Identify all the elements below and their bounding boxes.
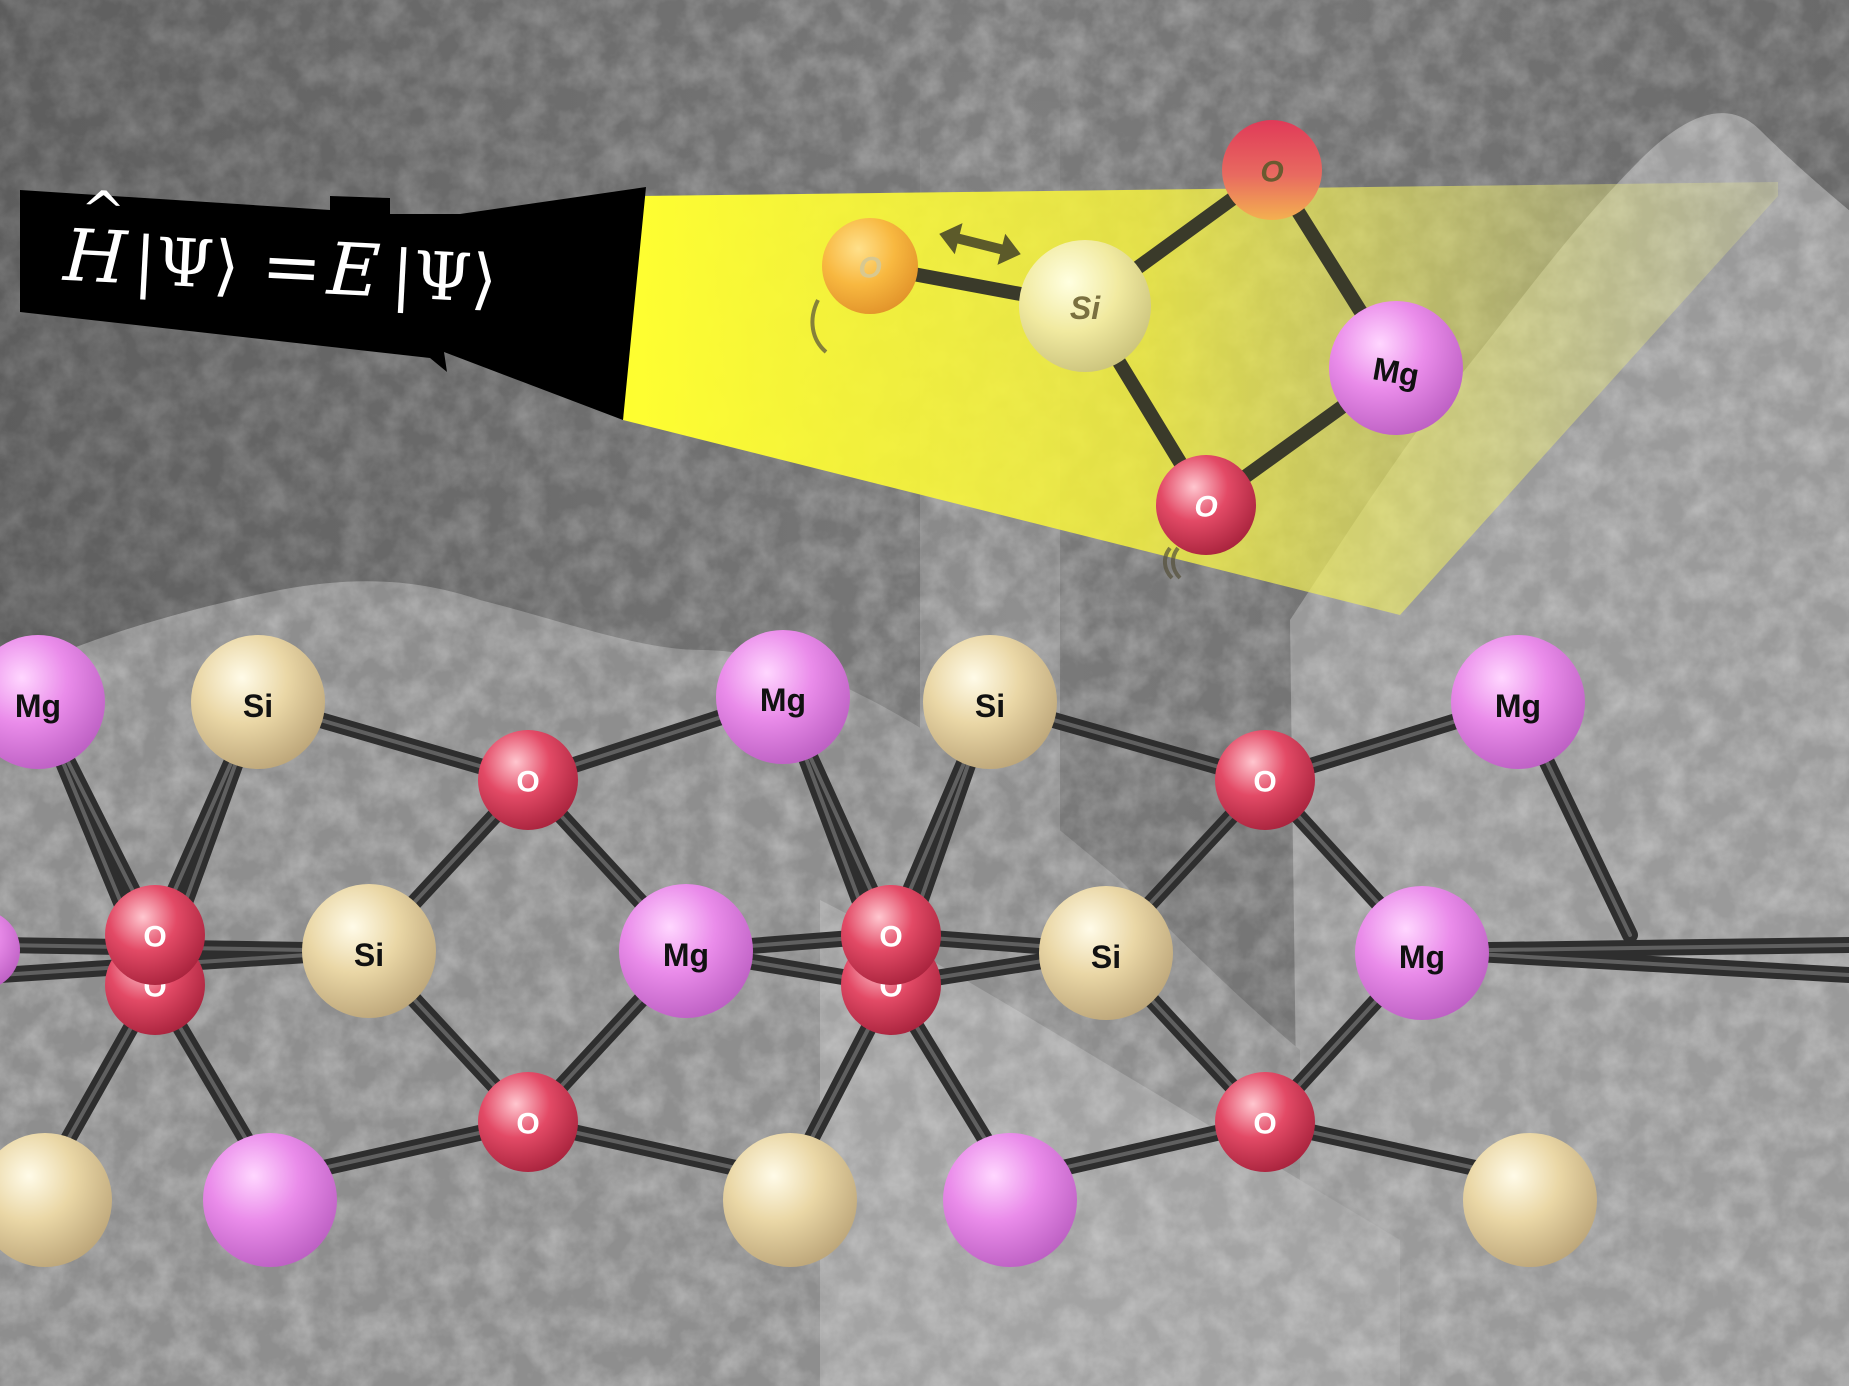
equation-hamiltonian: H (60, 213, 130, 300)
atom-si: Si (191, 635, 325, 769)
svg-text:Si: Si (1070, 290, 1101, 326)
light-beam (623, 182, 1778, 615)
svg-text:Si: Si (975, 688, 1005, 724)
svg-text:Mg: Mg (1370, 350, 1422, 393)
atom-si: Si (302, 884, 436, 1018)
svg-text:O: O (1253, 766, 1276, 799)
atom-mg: Mg (716, 630, 850, 764)
atom-mg (203, 1133, 337, 1267)
svg-text:Mg: Mg (760, 682, 806, 718)
svg-text:Si: Si (243, 688, 273, 724)
svg-text:O: O (1194, 491, 1217, 524)
svg-text:O: O (516, 766, 539, 799)
atom-si: Si (923, 635, 1057, 769)
svg-text:Mg: Mg (1399, 939, 1445, 975)
atom-mg (0, 915, 20, 985)
atom-si (723, 1133, 857, 1267)
atom-si (1463, 1133, 1597, 1267)
svg-text:O: O (1260, 156, 1283, 189)
atom-mg-surface: Mg (1329, 301, 1463, 435)
atom-mg: Mg (1451, 635, 1585, 769)
atom-o: O (478, 730, 578, 830)
svg-text:O: O (516, 1108, 539, 1141)
atom-o: O (1215, 1072, 1315, 1172)
atom-o-beam: O (822, 218, 918, 314)
svg-text:O: O (1253, 1108, 1276, 1141)
equation-equals: = (259, 223, 324, 310)
atom-mg: Mg (1355, 886, 1489, 1020)
equation-energy: E (323, 226, 382, 313)
equation-psi-right: |Ψ⟩ (389, 236, 499, 318)
atom-o: O (841, 885, 941, 985)
atom-o-top: O (1222, 120, 1322, 220)
svg-text:O: O (858, 252, 881, 285)
svg-text:O: O (879, 921, 902, 954)
equation-psi-left: |Ψ⟩ (132, 222, 242, 304)
atom-mg: Mg (619, 884, 753, 1018)
atom-si-beam: Si (1019, 240, 1151, 372)
svg-text:O: O (143, 921, 166, 954)
svg-text:Mg: Mg (1495, 688, 1541, 724)
svg-text:Si: Si (354, 937, 384, 973)
svg-text:Mg: Mg (15, 688, 61, 724)
svg-text:Mg: Mg (663, 937, 709, 973)
atom-o-surface: O (1156, 455, 1256, 555)
equation-hat: ^ (79, 179, 127, 244)
atom-si (0, 1133, 112, 1267)
schrodinger-equation: ^ H |Ψ⟩ = E |Ψ⟩ (60, 179, 499, 319)
atom-mg: Mg (0, 635, 105, 769)
atom-o: O (478, 1072, 578, 1172)
double-headed-arrow-icon (939, 223, 1021, 265)
svg-text:Si: Si (1091, 939, 1121, 975)
atom-o: O (105, 885, 205, 985)
atom-si: Si (1039, 886, 1173, 1020)
atom-mg (943, 1133, 1077, 1267)
atom-o: O (1215, 730, 1315, 830)
vibration-mark-icon (810, 299, 1182, 580)
flashlight-icon (20, 187, 646, 420)
